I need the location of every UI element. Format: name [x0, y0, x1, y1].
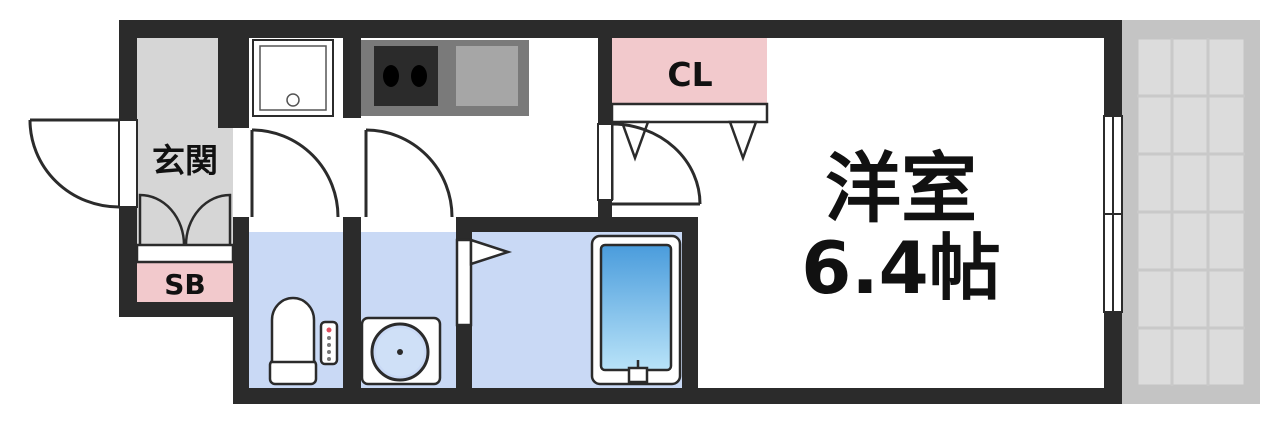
entrance-floor — [137, 38, 233, 262]
stove-icon — [361, 40, 529, 116]
front-door-icon — [28, 118, 138, 209]
balcony — [1122, 20, 1260, 404]
closet-door-icon — [610, 102, 769, 162]
room-name-label: 洋室 — [825, 144, 977, 233]
washbasin-icon — [360, 316, 442, 386]
walls — [119, 20, 1122, 404]
room-size-label: 6.4帖 — [801, 226, 1001, 310]
toilet-icon — [268, 296, 339, 386]
bathroom-door-icon — [455, 238, 513, 327]
shoe-box-label: SB — [164, 268, 206, 301]
closet — [612, 38, 767, 104]
washroom-door-icon — [364, 128, 454, 218]
bathtub-icon — [590, 234, 682, 386]
room-door-icon — [597, 122, 702, 206]
sink-icon — [252, 39, 334, 117]
window-icon — [1103, 115, 1123, 313]
toilet-door-icon — [250, 128, 340, 218]
shoe-box — [137, 262, 233, 302]
closet-label: CL — [667, 55, 712, 94]
entrance-step-doors-icon — [135, 193, 235, 264]
entrance-label: 玄関 — [152, 141, 218, 180]
